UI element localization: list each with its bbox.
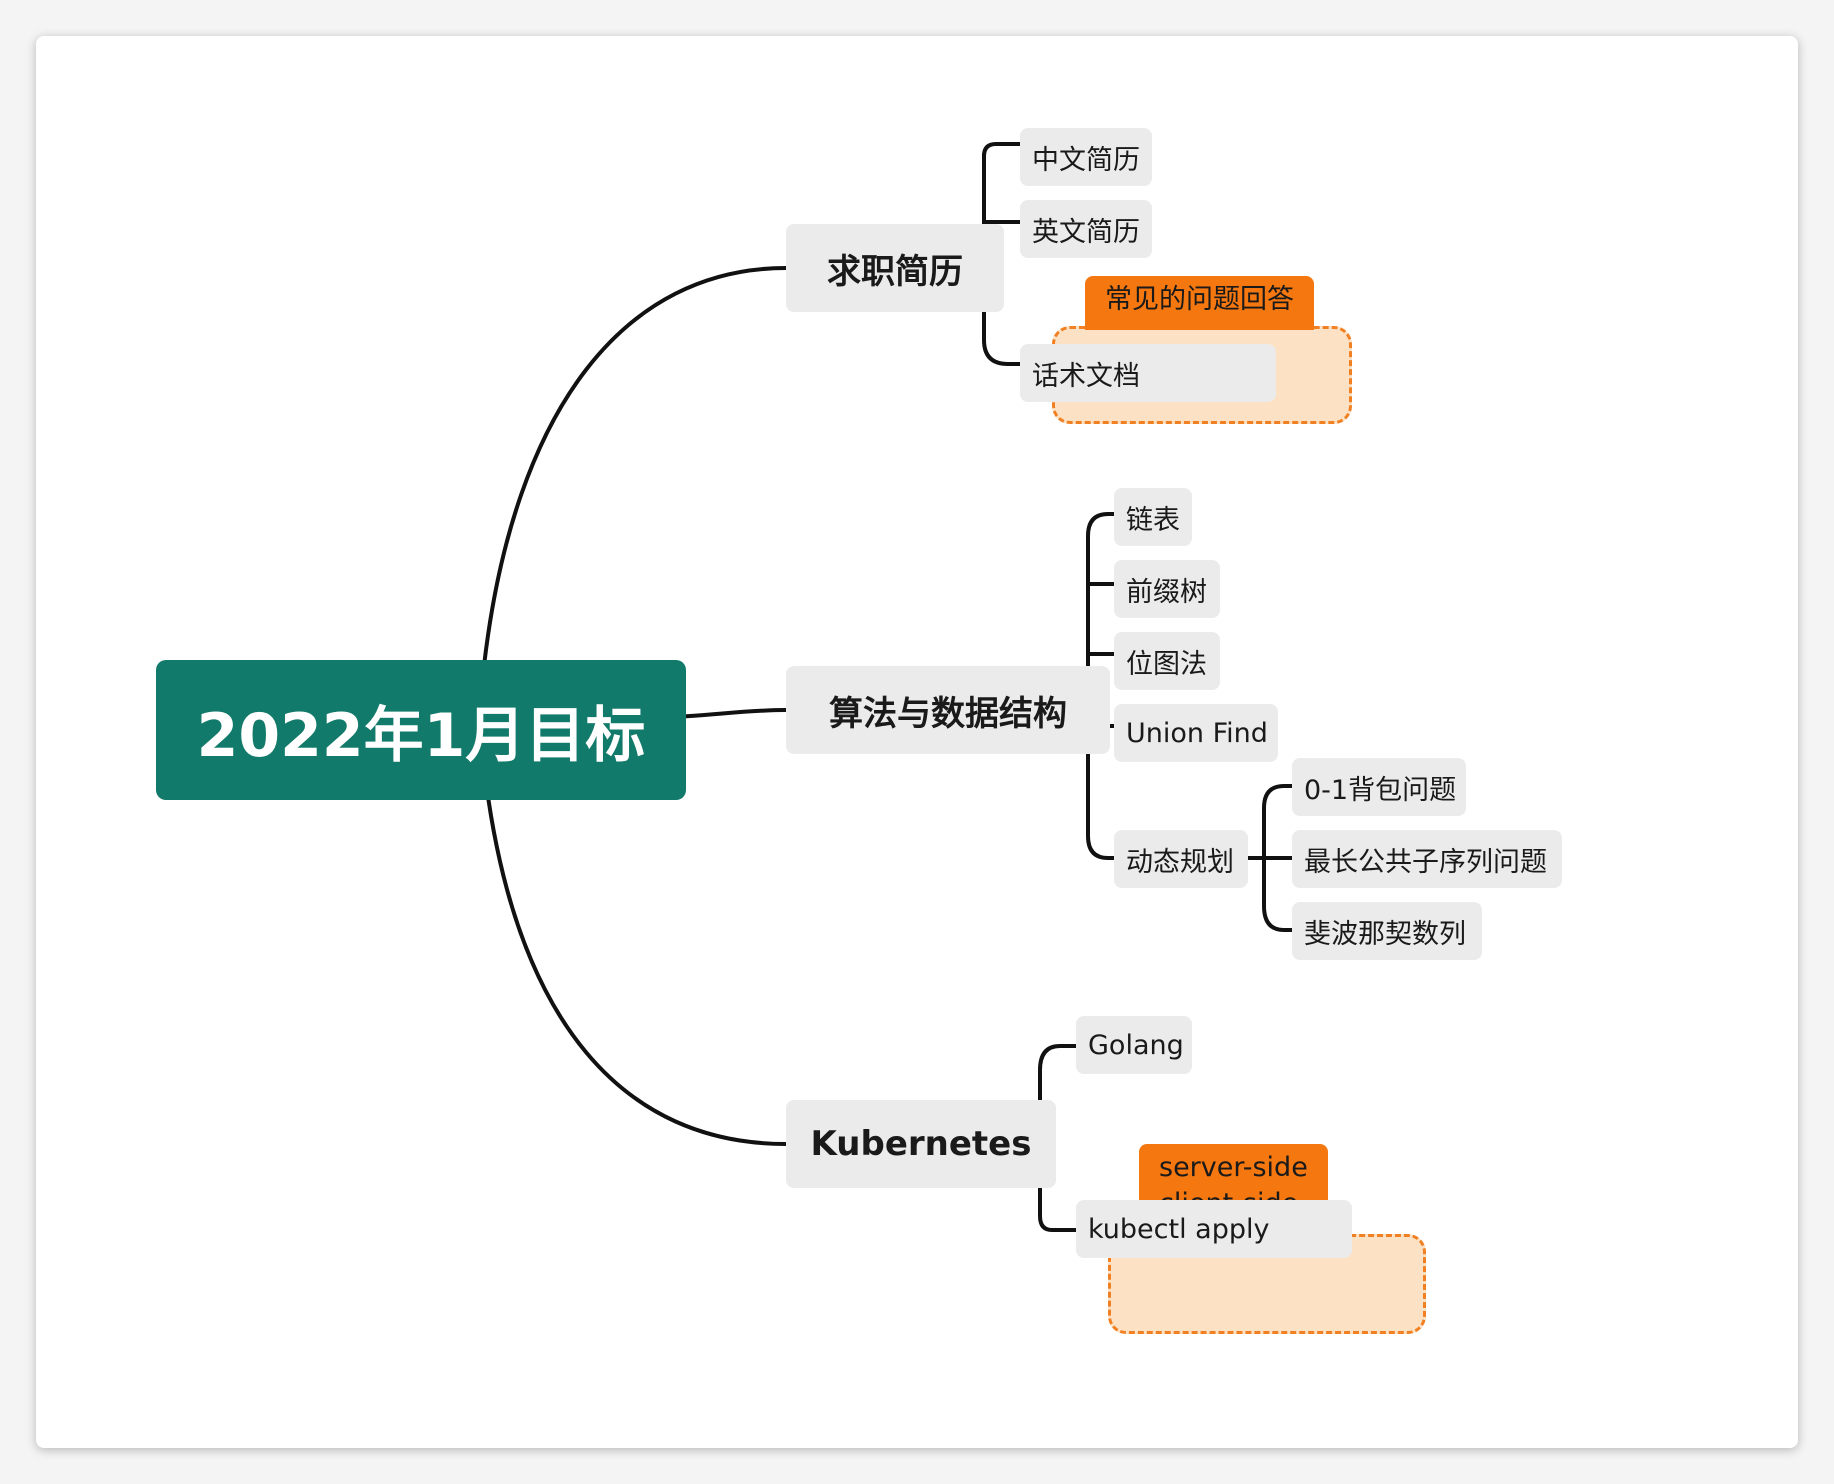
connector-root-resume [482,266,788,668]
root-topic[interactable]: 2022年1月目标 [156,660,686,800]
connector-dp-children [1232,784,1294,932]
subtopic-union-find[interactable]: Union Find [1114,704,1278,762]
subtopic-script-doc[interactable]: 话术文档 [1020,344,1276,402]
topic-algorithms[interactable]: 算法与数据结构 [786,666,1110,754]
subtopic-knapsack[interactable]: 0-1背包问题 [1292,758,1466,816]
subtopic-fibonacci[interactable]: 斐波那契数列 [1292,902,1482,960]
subtopic-trie[interactable]: 前缀树 [1114,560,1220,618]
subtopic-linked-list[interactable]: 链表 [1114,488,1192,546]
mindmap-canvas: 2022年1月目标 求职简历 算法与数据结构 Kubernetes 常见的问题回… [36,36,1798,1448]
boundary-title-resume[interactable]: 常见的问题回答 [1085,276,1314,330]
subtopic-dynamic-programming[interactable]: 动态规划 [1114,830,1248,888]
subtopic-english-resume[interactable]: 英文简历 [1020,200,1152,258]
subtopic-kubectl-apply[interactable]: kubectl apply [1076,1200,1352,1258]
topic-resume[interactable]: 求职简历 [786,224,1004,312]
subtopic-bitmap[interactable]: 位图法 [1114,632,1220,690]
subtopic-lcs[interactable]: 最长公共子序列问题 [1292,830,1562,888]
boundary-title-line-1: server-side [1159,1152,1308,1183]
topic-kubernetes[interactable]: Kubernetes [786,1100,1056,1188]
subtopic-golang[interactable]: Golang [1076,1016,1192,1074]
subtopic-chinese-resume[interactable]: 中文简历 [1020,128,1152,186]
connector-root-kubernetes [482,764,788,1146]
